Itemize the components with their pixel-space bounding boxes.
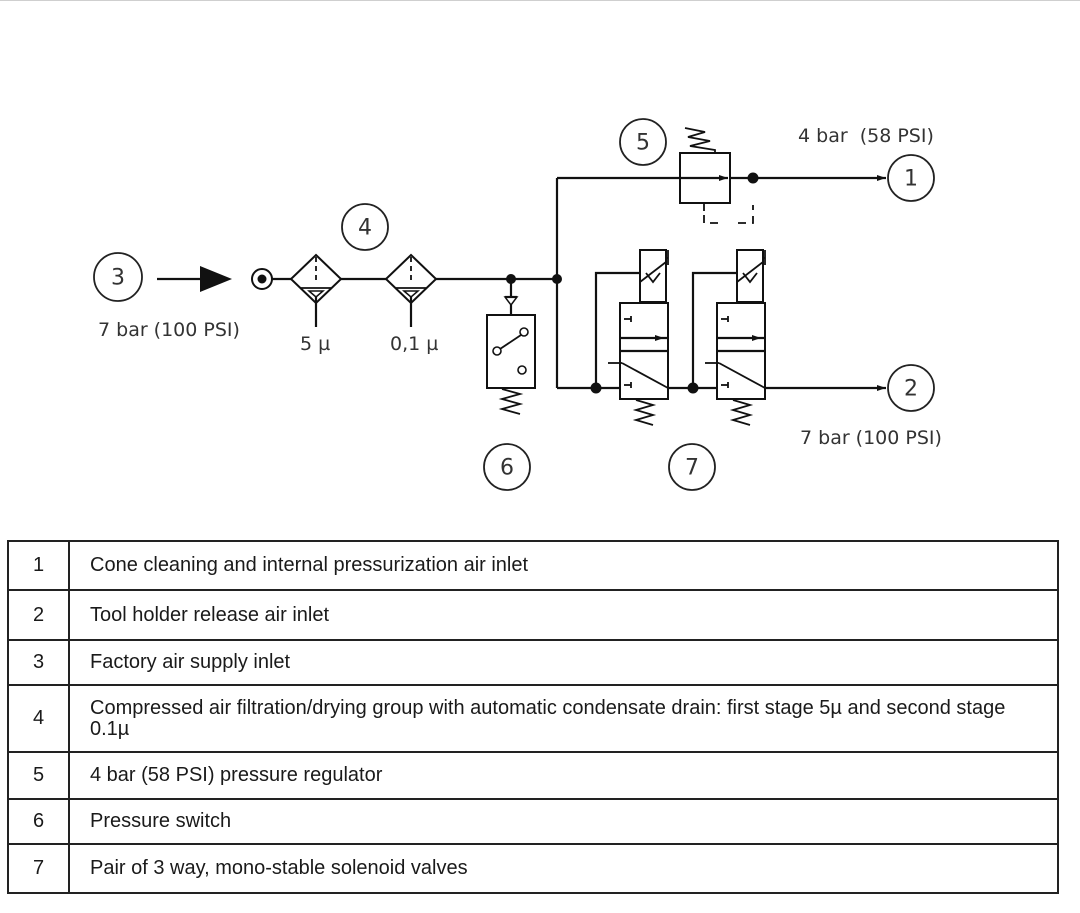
solenoid-valve-1-icon: [594, 249, 669, 426]
callout-3: 3: [93, 252, 143, 302]
callout-4: 4: [341, 203, 389, 251]
filter-0-1-micron-icon: [384, 253, 438, 327]
pressure-switch-icon: [486, 279, 536, 415]
callout-6: 6: [483, 443, 531, 491]
legend-row: 2 Tool holder release air inlet: [7, 589, 1059, 641]
legend-row: 4 Compressed air filtration/drying group…: [7, 684, 1059, 753]
svg-text:5: 5: [636, 131, 650, 156]
legend-row: 1 Cone cleaning and internal pressurizat…: [7, 540, 1059, 591]
svg-text:4: 4: [358, 216, 372, 241]
legend-number: 1: [7, 540, 70, 591]
legend-number: 7: [7, 843, 70, 894]
legend-description: Compressed air filtration/drying group w…: [68, 684, 1059, 753]
solenoid-valve-2-icon: [691, 249, 766, 426]
legend-number: 2: [7, 589, 70, 641]
filter-1-label: 5 µ: [300, 333, 330, 355]
svg-text:1: 1: [904, 167, 918, 192]
legend-description: Factory air supply inlet: [68, 639, 1059, 686]
callout-2: 2: [887, 364, 935, 412]
legend-description: Pressure switch: [68, 798, 1059, 845]
legend-description: Pair of 3 way, mono-stable solenoid valv…: [68, 843, 1059, 894]
outlet-2-pressure-label: 7 bar (100 PSI): [800, 427, 942, 449]
filter-2-label: 0,1 µ: [390, 333, 438, 355]
pressure-regulator-icon: [678, 127, 754, 224]
inlet-coupling-icon: [251, 268, 291, 290]
callout-7: 7: [668, 443, 716, 491]
inlet-arrow-icon: [157, 266, 232, 292]
top-rule: [0, 0, 1080, 1]
callout-5: 5: [619, 118, 667, 166]
svg-text:2: 2: [904, 377, 918, 402]
legend-number: 5: [7, 751, 70, 800]
legend-number: 3: [7, 639, 70, 686]
legend-number: 4: [7, 684, 70, 753]
regulated-pressure-label: 4 bar (58 PSI): [798, 125, 934, 147]
filter-5-micron-icon: [289, 253, 343, 327]
legend-row: 5 4 bar (58 PSI) pressure regulator: [7, 751, 1059, 800]
legend-table: 1 Cone cleaning and internal pressurizat…: [7, 540, 1059, 894]
svg-text:7: 7: [685, 456, 699, 481]
inlet-pressure-label: 7 bar (100 PSI): [98, 319, 240, 341]
legend-number: 6: [7, 798, 70, 845]
legend-row: 7 Pair of 3 way, mono-stable solenoid va…: [7, 843, 1059, 894]
legend-row: 6 Pressure switch: [7, 798, 1059, 845]
callout-1: 1: [887, 154, 935, 202]
legend-description: 4 bar (58 PSI) pressure regulator: [68, 751, 1059, 800]
legend-row: 3 Factory air supply inlet: [7, 639, 1059, 686]
junction-dot: [747, 172, 759, 184]
svg-text:6: 6: [500, 456, 514, 481]
legend-description: Cone cleaning and internal pressurizatio…: [68, 540, 1059, 591]
pneumatic-schematic: 1 2 3 4 5 6 7 7 bar (100 PSI) 5 µ 0,1 µ …: [93, 118, 942, 491]
svg-text:3: 3: [111, 266, 125, 291]
legend-description: Tool holder release air inlet: [68, 589, 1059, 641]
